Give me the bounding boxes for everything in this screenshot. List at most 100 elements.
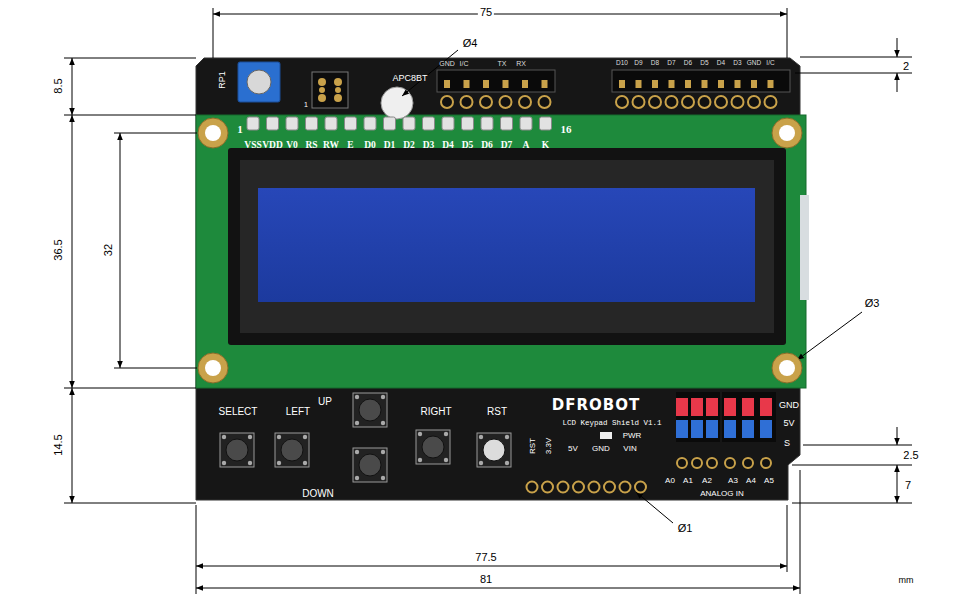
button-body bbox=[353, 393, 387, 427]
solder-pad bbox=[542, 482, 553, 493]
solder-pad bbox=[633, 96, 645, 108]
solder-pad bbox=[604, 482, 615, 493]
button-corner bbox=[381, 421, 385, 425]
pin-label: I/C bbox=[766, 60, 774, 67]
dimension-label: 8.5 bbox=[53, 76, 64, 95]
pin-label: GND bbox=[439, 60, 455, 67]
lcd-pin bbox=[286, 117, 298, 130]
icsp-pin bbox=[335, 87, 341, 93]
brand-logo: DFROBOT bbox=[552, 398, 640, 413]
dimension-lines bbox=[64, 8, 912, 594]
dimension-line bbox=[196, 588, 800, 589]
silkscreen-label: A5 bbox=[764, 477, 774, 485]
extension-line bbox=[795, 73, 912, 74]
extension-line bbox=[800, 57, 912, 58]
icsp-pin bbox=[318, 94, 326, 102]
power-led bbox=[600, 432, 612, 439]
extension-line bbox=[64, 58, 196, 59]
button-corner bbox=[479, 461, 483, 465]
extension-line bbox=[787, 8, 788, 58]
pin-label: D8 bbox=[651, 60, 659, 67]
lcd-pin-label: A bbox=[523, 141, 530, 151]
pin-label: D7 bbox=[667, 60, 675, 67]
pin-header bbox=[437, 70, 555, 92]
icsp-header bbox=[312, 72, 348, 108]
lcd-flex bbox=[800, 195, 809, 300]
lcd-pin bbox=[540, 117, 552, 130]
extension-line bbox=[787, 505, 788, 572]
button-corner bbox=[248, 461, 252, 465]
lcd-pin bbox=[442, 117, 454, 130]
dimension-line bbox=[72, 388, 73, 503]
silver-disc bbox=[381, 87, 413, 119]
dimension-label: mm bbox=[897, 576, 916, 585]
header-pin bbox=[735, 80, 741, 88]
icsp-pin bbox=[334, 94, 342, 102]
silkscreen-label: 3.3V bbox=[545, 438, 553, 454]
lcd-pin-label: VDD bbox=[262, 141, 283, 151]
analog-pin-red bbox=[742, 398, 754, 416]
button-corner bbox=[381, 450, 385, 454]
button-cap bbox=[483, 439, 505, 461]
lcd-pin-label: 16 bbox=[561, 124, 572, 135]
lcd-pin-label: RS bbox=[305, 141, 317, 151]
solder-pad bbox=[573, 482, 584, 493]
lcd-pin bbox=[345, 117, 357, 130]
extension-line bbox=[64, 388, 196, 389]
button-corner bbox=[418, 458, 422, 462]
button-body bbox=[353, 448, 387, 482]
button-corner bbox=[355, 395, 359, 399]
solder-pad bbox=[480, 96, 492, 108]
icsp-pin bbox=[318, 78, 326, 86]
header-pin bbox=[718, 80, 724, 88]
button-cap bbox=[359, 454, 381, 476]
solder-pad bbox=[692, 458, 702, 468]
button-corner bbox=[444, 432, 448, 436]
silkscreen-label: 5V bbox=[783, 419, 794, 428]
dimension-line bbox=[897, 73, 898, 92]
button-body bbox=[477, 433, 511, 467]
silkscreen-label: A4 bbox=[746, 477, 756, 485]
lcd-pin bbox=[325, 117, 337, 130]
leader-line bbox=[797, 312, 862, 360]
extension-line bbox=[800, 470, 801, 594]
pin-label: D10 bbox=[616, 60, 628, 67]
button-corner bbox=[248, 435, 252, 439]
solder-pad bbox=[461, 96, 473, 108]
silkscreen-label: GND bbox=[592, 445, 610, 453]
header-pin bbox=[685, 80, 691, 88]
solder-pad bbox=[519, 96, 531, 108]
solder-pad bbox=[715, 96, 727, 108]
analog-pin-blue bbox=[742, 420, 754, 438]
dimension-line bbox=[120, 133, 121, 368]
header-pin bbox=[669, 80, 675, 88]
extension-line bbox=[64, 503, 196, 504]
icsp-pin bbox=[334, 78, 342, 86]
lcd-pin-label: V0 bbox=[286, 141, 298, 151]
pin-header bbox=[612, 70, 790, 92]
dimension-line bbox=[897, 465, 898, 503]
button-cap bbox=[226, 439, 248, 461]
board-name: LCD Keypad Shield V1.1 bbox=[562, 420, 661, 428]
solder-pad bbox=[707, 458, 717, 468]
leader-line bbox=[636, 492, 673, 523]
analog-pin-blue bbox=[724, 420, 736, 438]
solder-pad bbox=[732, 96, 744, 108]
header-pin bbox=[652, 80, 658, 88]
lcd-display bbox=[258, 188, 755, 302]
button-corner bbox=[303, 435, 307, 439]
button-corner bbox=[479, 435, 483, 439]
solder-pad bbox=[725, 458, 735, 468]
dimension-label: Ø1 bbox=[676, 523, 695, 534]
silkscreen-label: SELECT bbox=[219, 407, 258, 417]
header-pin bbox=[464, 80, 470, 88]
button-corner bbox=[222, 461, 226, 465]
solder-pad bbox=[699, 96, 711, 108]
solder-pad bbox=[761, 458, 771, 468]
dimension-line bbox=[897, 427, 898, 445]
mounting-hole-center bbox=[205, 360, 221, 376]
lcd-pin-label: D3 bbox=[423, 141, 435, 151]
dimension-label: Ø4 bbox=[461, 38, 480, 49]
